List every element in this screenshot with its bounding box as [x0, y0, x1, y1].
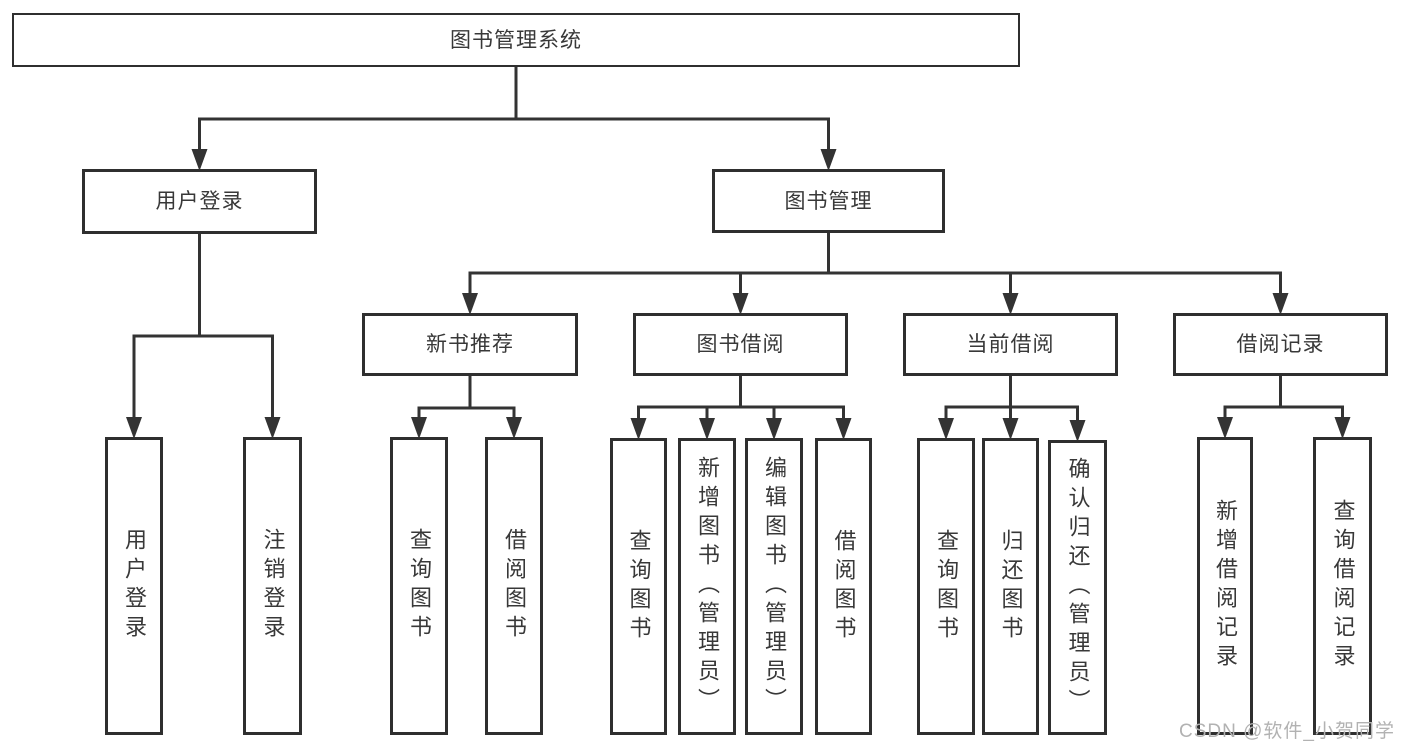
arrowhead-icon: [732, 293, 749, 315]
node-nb-query: 查询图书: [390, 437, 448, 735]
arrowhead-icon: [820, 149, 837, 171]
node-cur-confirm: 确认归还（管理员）: [1048, 440, 1107, 735]
arrowhead-icon: [766, 418, 782, 440]
arrowhead-icon: [462, 293, 478, 315]
arrowhead-icon: [1069, 420, 1086, 442]
node-current: 当前借阅: [903, 313, 1118, 376]
arrowhead-icon: [191, 149, 208, 171]
node-mgmt: 图书管理: [712, 169, 945, 233]
node-rec-query: 查询借阅记录: [1313, 437, 1372, 735]
arrowhead-icon: [630, 418, 647, 440]
arrowhead-icon: [699, 418, 715, 440]
node-cur-query: 查询图书: [917, 438, 975, 735]
arrowhead-icon: [126, 417, 142, 439]
arrowhead-icon: [506, 417, 522, 439]
node-user-login: 用户登录: [105, 437, 163, 735]
node-bw-query: 查询图书: [610, 438, 667, 735]
arrowhead-icon: [1334, 417, 1351, 439]
arrowhead-icon: [938, 418, 954, 440]
arrowhead-icon: [411, 417, 427, 439]
node-bw-add: 新增图书（管理员）: [678, 438, 736, 735]
node-nb-borrow: 借阅图书: [485, 437, 543, 735]
arrowhead-icon: [1272, 293, 1289, 315]
arrowhead-icon: [1002, 418, 1019, 440]
node-login: 用户登录: [82, 169, 317, 234]
node-cur-return: 归还图书: [982, 438, 1039, 735]
node-rec-add: 新增借阅记录: [1197, 437, 1253, 735]
node-bw-borrow: 借阅图书: [815, 438, 872, 735]
node-root: 图书管理系统: [12, 13, 1020, 67]
node-new-books: 新书推荐: [362, 313, 578, 376]
watermark-text: CSDN @软件_小贺同学: [1179, 721, 1395, 742]
node-records: 借阅记录: [1173, 313, 1388, 376]
node-bw-edit: 编辑图书（管理员）: [745, 438, 803, 735]
arrowhead-icon: [264, 417, 281, 439]
node-borrowing: 图书借阅: [633, 313, 848, 376]
arrowhead-icon: [1217, 417, 1233, 439]
node-logout: 注销登录: [243, 437, 302, 735]
arrowhead-icon: [1002, 293, 1019, 315]
arrowhead-icon: [835, 418, 852, 440]
